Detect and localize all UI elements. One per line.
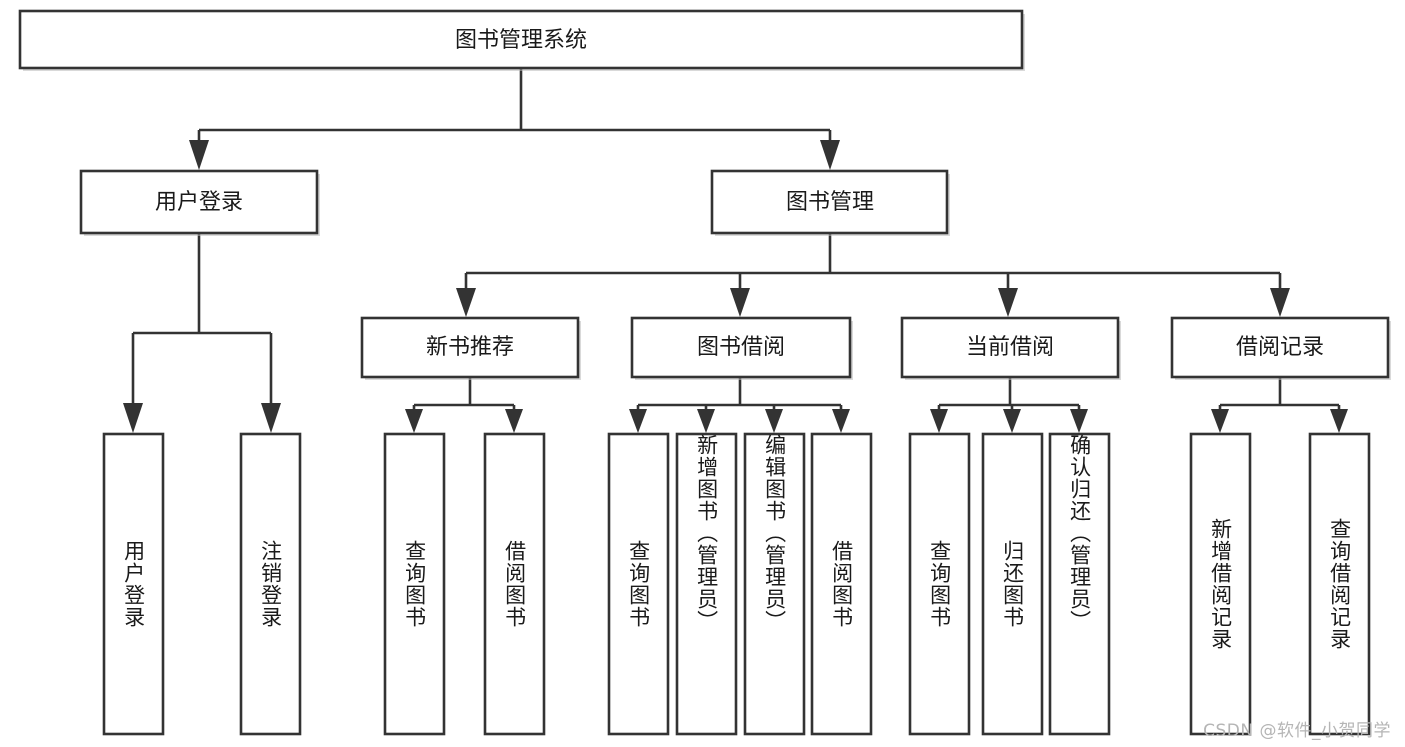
arrow-current-leaf-3-icon — [1070, 409, 1088, 433]
connector-group-new-book — [405, 377, 523, 433]
node-leaf-borrow-query-box[interactable] — [607, 432, 670, 736]
node-borrow-record-box[interactable] — [1170, 316, 1390, 379]
node-book-borrow[interactable]: 图书借阅 — [630, 316, 853, 380]
node-leaf-newbook-query-box[interactable] — [383, 432, 446, 736]
node-leaf-current-query-box[interactable] — [908, 432, 971, 736]
arrow-book-to-current-icon — [998, 288, 1018, 317]
node-root-box[interactable] — [18, 9, 1024, 70]
arrow-current-leaf-2-icon — [1003, 409, 1021, 433]
connector-group-book-management — [456, 233, 1290, 317]
arrow-borrow-leaf-2-icon — [697, 409, 715, 433]
node-leaf-borrow-add-box[interactable] — [675, 432, 738, 736]
node-book-management[interactable]: 图书管理 — [710, 169, 950, 236]
node-user-login[interactable]: 用户登录 — [79, 169, 320, 236]
node-leaf-user-logout-box[interactable] — [239, 432, 302, 736]
node-leaf-borrow-edit-box[interactable] — [743, 432, 806, 736]
arrow-borrow-leaf-4-icon — [832, 409, 850, 433]
node-user-login-label: 用户登录 — [155, 190, 243, 215]
arrow-record-leaf-2-icon — [1330, 409, 1348, 433]
node-leaf-record-query-box[interactable] — [1308, 432, 1371, 736]
arrow-newbook-leaf-2-icon — [505, 409, 523, 433]
arrow-book-to-borrow-icon — [730, 288, 750, 317]
node-leaf-borrow-lend-box[interactable] — [810, 432, 873, 736]
arrow-borrow-leaf-3-icon — [765, 409, 783, 433]
arrow-user-leaf-1-icon — [123, 403, 143, 433]
arrow-root-to-book-icon — [820, 140, 840, 170]
node-leaf-current-confirm-box[interactable] — [1048, 432, 1111, 736]
arrow-book-to-record-icon — [1270, 288, 1290, 317]
node-new-book-recommend[interactable]: 新书推荐 — [360, 316, 581, 380]
node-leaf-user-login-box[interactable] — [102, 432, 165, 736]
node-leaf-newbook-borrow-box[interactable] — [483, 432, 546, 736]
arrow-borrow-leaf-1-icon — [629, 409, 647, 433]
node-book-management-box[interactable] — [710, 169, 949, 235]
node-new-book-recommend-box[interactable] — [360, 316, 580, 379]
connector-group-book-borrow — [629, 377, 850, 433]
arrow-newbook-leaf-1-icon — [405, 409, 423, 433]
connector-group-user-login — [123, 233, 281, 433]
node-new-book-recommend-label: 新书推荐 — [426, 335, 514, 360]
arrow-user-leaf-2-icon — [261, 403, 281, 433]
node-current-borrow-label: 当前借阅 — [966, 335, 1054, 360]
node-book-borrow-box[interactable] — [630, 316, 852, 379]
connector-group-root — [189, 68, 840, 170]
node-root[interactable]: 图书管理系统 — [18, 9, 1025, 71]
arrow-current-leaf-1-icon — [930, 409, 948, 433]
node-leaf-record-add-box[interactable] — [1189, 432, 1252, 736]
arrow-root-to-user-icon — [189, 140, 209, 170]
node-leaf-current-return-box[interactable] — [981, 432, 1044, 736]
node-root-label: 图书管理系统 — [455, 28, 587, 53]
node-current-borrow-box[interactable] — [900, 316, 1120, 379]
node-user-login-box[interactable] — [79, 169, 319, 235]
node-borrow-record-label: 借阅记录 — [1236, 335, 1324, 360]
arrow-record-leaf-1-icon — [1211, 409, 1229, 433]
arrow-book-to-new-icon — [456, 288, 476, 317]
node-borrow-record[interactable]: 借阅记录 — [1170, 316, 1391, 380]
node-book-management-label: 图书管理 — [786, 190, 874, 215]
node-book-borrow-label: 图书借阅 — [697, 335, 785, 360]
node-current-borrow[interactable]: 当前借阅 — [900, 316, 1121, 380]
connector-group-borrow-record — [1211, 377, 1348, 433]
leaf-boxes — [102, 432, 1371, 736]
connector-group-current-borrow — [930, 377, 1088, 433]
watermark-text: CSDN @软件_小贺同学 — [1203, 721, 1391, 741]
